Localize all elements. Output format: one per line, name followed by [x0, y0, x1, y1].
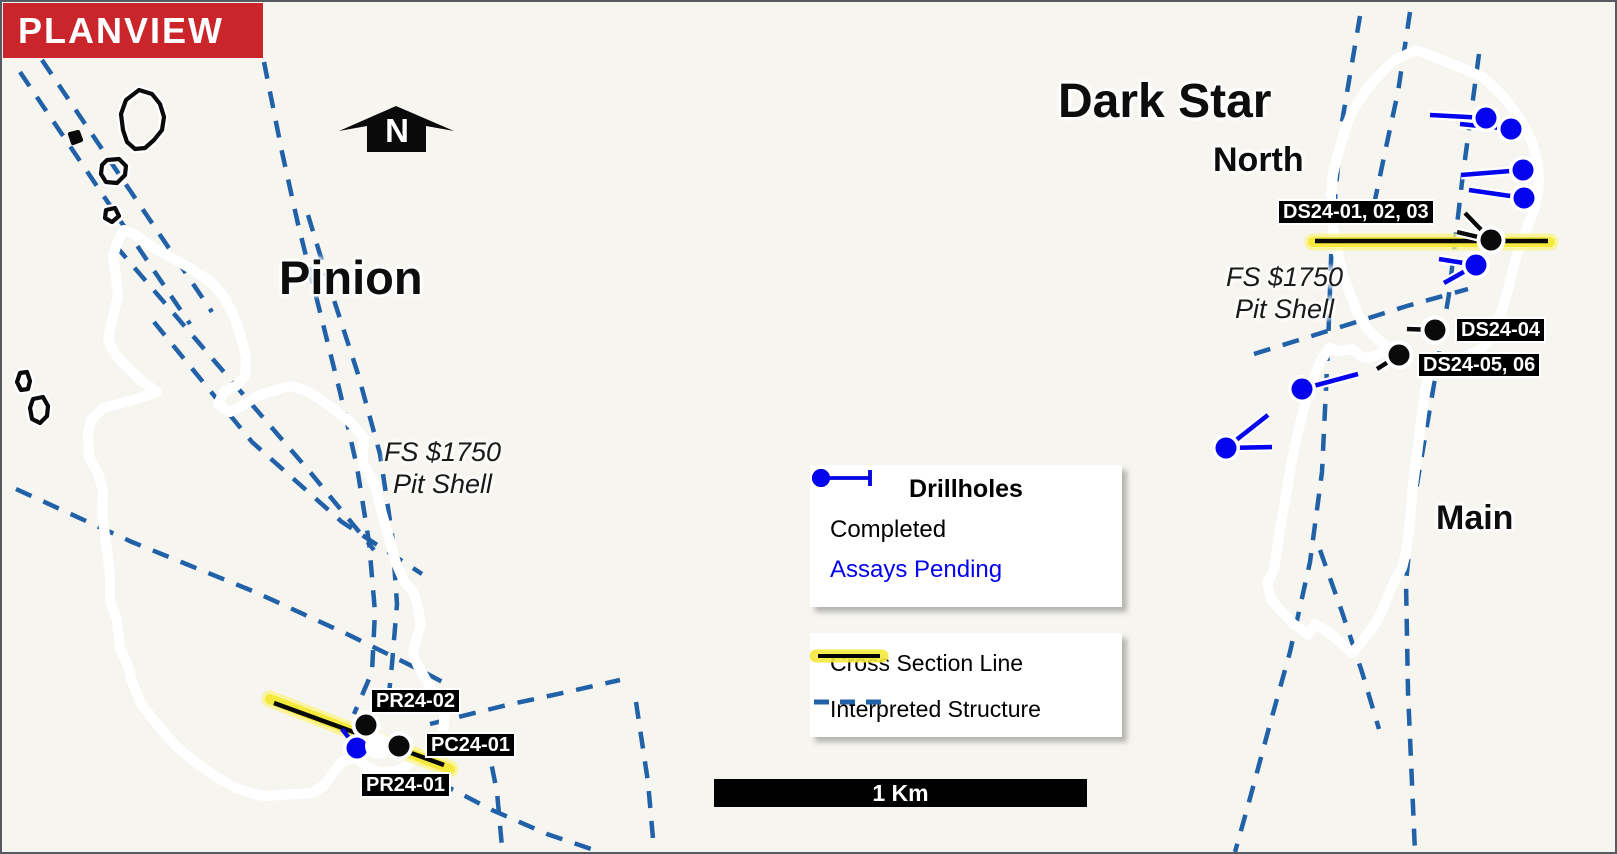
completed-drillhole-dot — [388, 735, 410, 757]
structure-line — [1317, 549, 1382, 730]
scale-bar: 1 Km — [714, 779, 1087, 807]
darkstar-north-zone-label: North — [1213, 141, 1304, 179]
legend-lines: Cross Section Line Interpreted Structure — [810, 633, 1122, 737]
pending-drillhole-icon — [812, 469, 872, 487]
pit-shells — [12, 45, 1544, 801]
structure-line — [436, 780, 601, 852]
legend-item-completed: Completed — [810, 469, 1122, 544]
legend-drillholes: Drillholes Completed Assays Pending — [810, 465, 1122, 607]
cross-section-line-icon — [810, 649, 889, 663]
pinion-pit-shell — [83, 225, 450, 801]
planview-badge: PLANVIEW — [3, 3, 263, 58]
legend-item-cross-section: Cross Section Line — [810, 643, 1023, 683]
drillhole-label-pr24-01: PR24-01 — [360, 772, 451, 798]
pinion-pit-shell-note: FS $1750 Pit Shell — [370, 436, 515, 501]
drillhole-dots — [343, 104, 1538, 762]
structure-line — [429, 677, 621, 727]
pinion-satellites — [17, 90, 164, 423]
interpreted-structure-lines — [15, 11, 1482, 852]
drillhole-label-ds24-05-06: DS24-05, 06 — [1417, 352, 1542, 378]
structure-line — [15, 486, 452, 688]
structure-line — [633, 701, 657, 851]
darkstar-title: Dark Star — [1058, 75, 1272, 128]
drillhole-label-pc24-01: PC24-01 — [425, 732, 516, 758]
legend-item-label: Interpreted Structure — [830, 695, 1041, 722]
darkstar-pit-shell-note: FS $1750 Pit Shell — [1212, 261, 1357, 326]
structure-line — [1367, 11, 1413, 225]
pit-note-line2: Pit Shell — [1234, 294, 1335, 325]
legend-item-label: Completed — [830, 516, 947, 543]
legend-drillholes-title: Drillholes — [909, 475, 1023, 503]
darkstar-cross-section-line — [1304, 233, 1559, 251]
structure-line — [305, 214, 400, 705]
darkstar-pit-shell — [1262, 45, 1544, 658]
pit-note-line1: FS $1750 — [383, 437, 502, 467]
structure-line — [152, 320, 424, 576]
interpreted-structure-icon — [814, 699, 886, 705]
legend-item-interpreted-structure: Interpreted Structure — [810, 689, 1041, 729]
drillhole-label-ds24-04: DS24-04 — [1455, 317, 1546, 343]
darkstar-pending-dots — [1212, 104, 1538, 462]
pinion-title: Pinion — [279, 251, 423, 304]
legend-item-label: Assays Pending — [830, 556, 1003, 583]
pit-note-line2: Pit Shell — [392, 469, 493, 500]
pinion-satellite-dot — [67, 129, 84, 146]
structure-line — [18, 70, 192, 326]
structure-line — [483, 736, 505, 848]
structure-line — [261, 61, 378, 715]
structure-line — [1253, 286, 1469, 357]
drillhole-label-ds24-01-02-03: DS24-01, 02, 03 — [1277, 199, 1435, 225]
darkstar-main-zone-label: Main — [1436, 499, 1514, 537]
completed-drillhole-dot — [355, 714, 377, 736]
pending-drillhole-dot — [346, 737, 368, 759]
structure-line — [1403, 53, 1482, 852]
north-arrow-label: N — [385, 112, 409, 149]
north-arrow-icon — [339, 106, 454, 152]
drillhole-label-pr24-02: PR24-02 — [370, 688, 461, 714]
darkstar-completed-dots — [1384, 225, 1506, 370]
legend-item-assays-pending: Assays Pending — [810, 469, 1122, 584]
pit-note-line1: FS $1750 — [1225, 262, 1344, 292]
